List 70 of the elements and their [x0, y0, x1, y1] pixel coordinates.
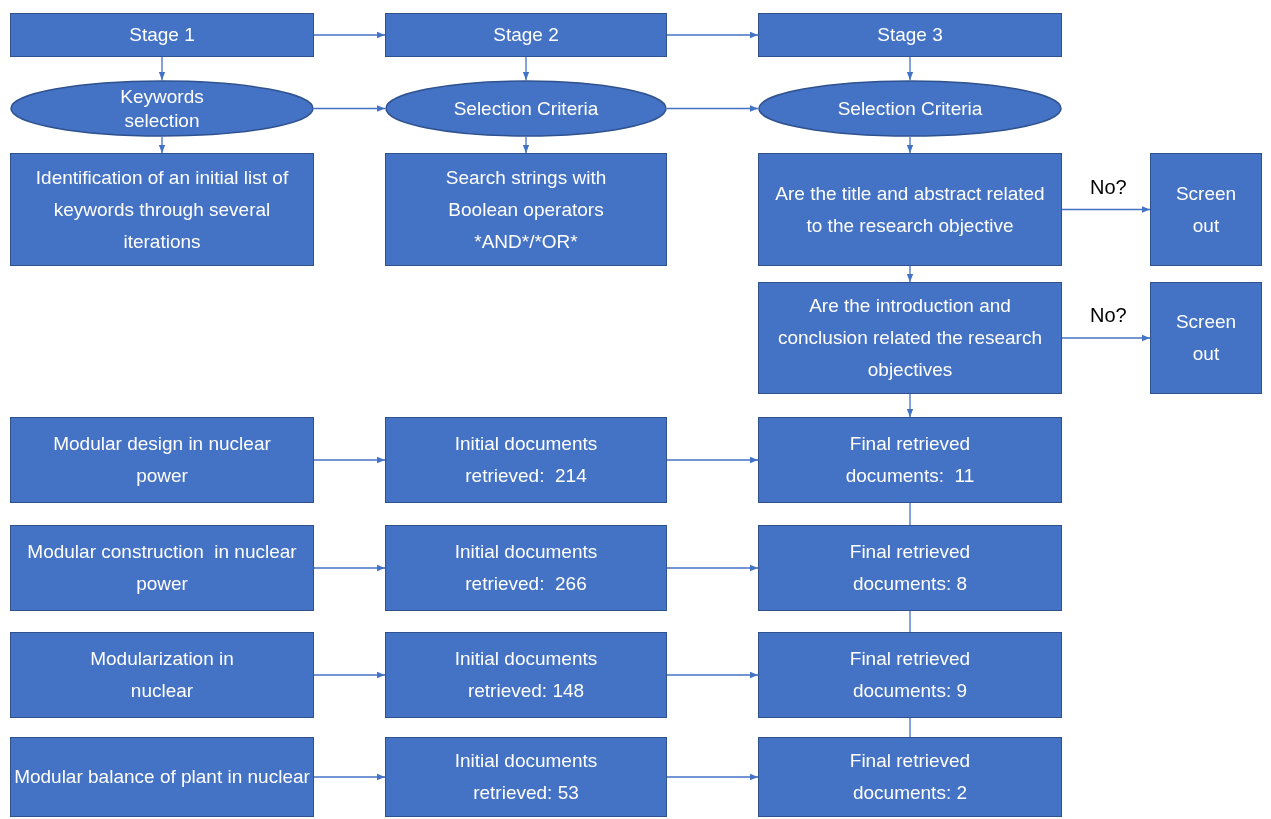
arrow	[158, 136, 166, 154]
process-box	[758, 13, 1062, 57]
arrow	[906, 265, 914, 283]
process-box	[758, 417, 1062, 503]
ellipse-node	[385, 80, 667, 137]
arrow	[313, 31, 386, 39]
process-box	[385, 737, 667, 817]
ellipse-node	[758, 80, 1062, 137]
node-text: Are the title and abstract related to the research objective	[774, 181, 1046, 238]
process-box	[10, 737, 314, 817]
node-text: Search strings with Boolean operators *AND*/*OR*	[444, 165, 608, 254]
arrow	[906, 56, 914, 81]
arrow	[1061, 334, 1151, 342]
arrow	[313, 564, 386, 572]
process-box	[758, 282, 1062, 394]
arrow	[906, 393, 914, 418]
arrow	[522, 136, 530, 154]
process-box	[385, 153, 667, 266]
process-box	[758, 525, 1062, 611]
process-box	[10, 153, 314, 266]
node-text: Final retrieved documents: 8	[848, 540, 972, 596]
process-box	[10, 13, 314, 57]
process-box	[1150, 282, 1262, 394]
process-box	[385, 13, 667, 57]
node-text: Stage 3	[877, 23, 943, 47]
process-box	[10, 417, 314, 503]
arrow	[1061, 206, 1151, 213]
node-text: Modularization in nuclear	[89, 647, 235, 703]
process-box	[10, 632, 314, 718]
arrow	[666, 31, 759, 39]
node-text: Final retrieved documents: 2	[848, 749, 972, 805]
node-text: Keywords selection	[119, 84, 205, 133]
node-text: Initial documents retrieved: 148	[453, 647, 599, 703]
arrow	[313, 105, 386, 112]
node-text: Are the introduction and conclusion related the research objectives	[776, 294, 1043, 382]
arrow	[666, 105, 759, 112]
process-box	[385, 525, 667, 611]
node-text: Initial documents retrieved: 266	[453, 540, 599, 596]
arrow	[522, 56, 530, 81]
arrow	[666, 773, 759, 781]
node-text: Screen out	[1174, 310, 1238, 366]
process-box	[385, 417, 667, 503]
process-box	[758, 737, 1062, 817]
process-box	[10, 525, 314, 611]
arrow	[158, 56, 166, 81]
arrow	[313, 671, 386, 679]
process-box	[758, 632, 1062, 718]
node-text: Stage 1	[129, 23, 195, 47]
node-text: Selection Criteria	[453, 96, 599, 121]
arrow	[666, 671, 759, 679]
arrow	[666, 564, 759, 572]
node-text: Final retrieved documents: 11	[844, 432, 976, 488]
node-text: Identification of an initial list of keywords through several iterations	[34, 165, 290, 254]
arrow	[313, 773, 386, 781]
ellipse-node	[10, 80, 314, 137]
node-text: Initial documents retrieved: 214	[453, 432, 599, 488]
node-text: Modular construction in nuclear power	[26, 540, 298, 596]
node-text: Final retrieved documents: 9	[848, 647, 972, 703]
node-text: Stage 2	[493, 23, 559, 47]
process-box	[1150, 153, 1262, 266]
node-text: Screen out	[1174, 181, 1238, 238]
process-box	[758, 153, 1062, 266]
node-text: Modular design in nuclear power	[52, 432, 272, 488]
arrow	[666, 456, 759, 464]
node-text: Modular balance of plant in nuclear	[14, 765, 310, 789]
arrow	[313, 456, 386, 464]
node-text: Initial documents retrieved: 53	[453, 749, 599, 805]
arrow	[906, 136, 914, 154]
process-box	[385, 632, 667, 718]
node-text: Selection Criteria	[837, 96, 983, 121]
